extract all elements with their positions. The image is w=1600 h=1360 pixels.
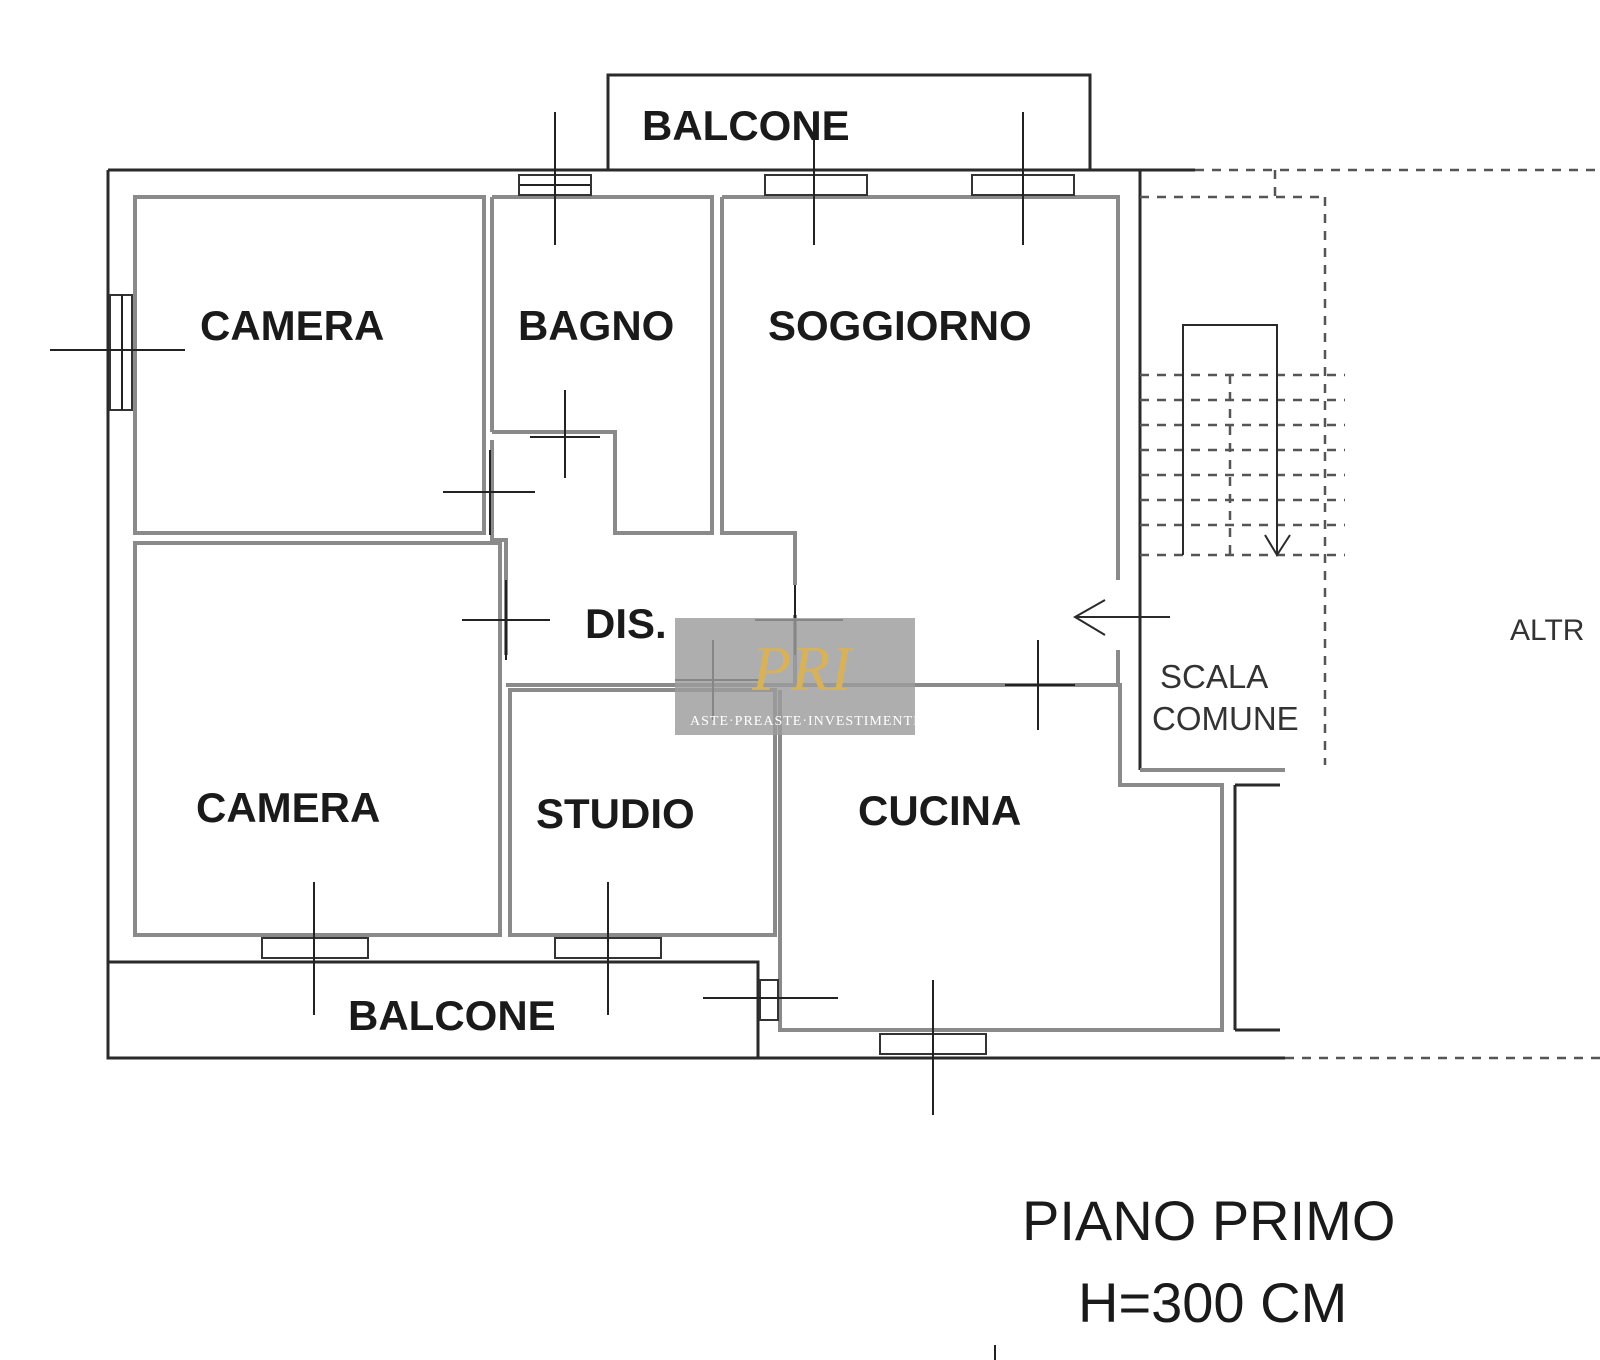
label-camera-bottom: CAMERA bbox=[196, 784, 380, 831]
label-altra: ALTR bbox=[1510, 614, 1584, 647]
watermark-caption: ASTE·PREASTE·INVESTIMENTI bbox=[690, 714, 919, 729]
label-cucina: CUCINA bbox=[858, 787, 1021, 834]
label-studio: STUDIO bbox=[536, 790, 695, 837]
label-balcone-top: BALCONE bbox=[642, 102, 850, 149]
label-soggiorno: SOGGIORNO bbox=[768, 302, 1032, 349]
label-bagno: BAGNO bbox=[518, 302, 674, 349]
room-labels: BALCONE CAMERA BAGNO SOGGIORNO DIS. CAME… bbox=[196, 102, 1584, 1039]
inner-walls bbox=[106, 73, 1285, 1060]
cross-markers bbox=[50, 112, 1075, 1360]
label-balcone-bottom: BALCONE bbox=[348, 992, 556, 1039]
title-height: H=300 CM bbox=[1078, 1271, 1347, 1334]
title-piano: PIANO PRIMO bbox=[1022, 1189, 1395, 1252]
label-scala: SCALA bbox=[1160, 658, 1268, 695]
watermark-letters: PRI bbox=[751, 633, 854, 704]
stair-area bbox=[1073, 168, 1600, 1060]
label-comune: COMUNE bbox=[1152, 700, 1299, 737]
plan-title: PIANO PRIMO H=300 CM bbox=[1022, 1189, 1395, 1334]
label-camera-top: CAMERA bbox=[200, 302, 384, 349]
label-dis: DIS. bbox=[585, 600, 667, 647]
watermark-logo: PRI ASTE·PREASTE·INVESTIMENTI bbox=[675, 618, 919, 735]
